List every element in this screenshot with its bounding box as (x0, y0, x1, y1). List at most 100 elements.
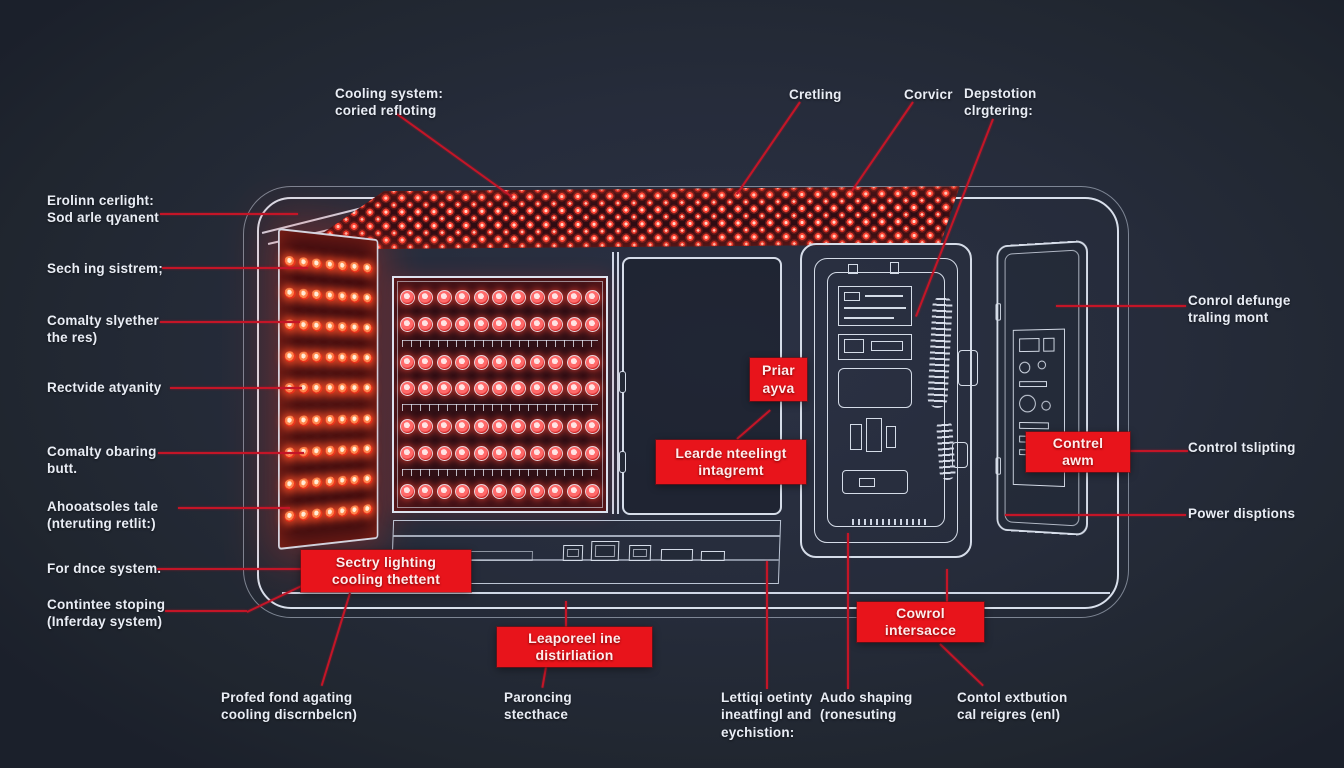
callout-priar-ayva: Priar ayva (750, 358, 807, 401)
led (399, 290, 415, 306)
led (473, 290, 489, 306)
led (566, 354, 582, 370)
relay-component (886, 426, 896, 448)
led-row (282, 351, 374, 365)
led (311, 476, 323, 489)
led (529, 445, 545, 461)
led (337, 352, 348, 364)
led-row (396, 378, 604, 400)
led (473, 483, 489, 499)
led (418, 381, 434, 397)
led-bank-divider (402, 339, 598, 347)
led (399, 445, 415, 461)
led (349, 322, 361, 334)
led (455, 381, 471, 397)
led (455, 316, 471, 332)
led (362, 293, 373, 305)
label-depstotion: Depstotion clrgtering: (964, 86, 1037, 119)
leader-line (565, 601, 567, 629)
led (548, 316, 564, 332)
led (473, 354, 489, 370)
led (337, 475, 348, 487)
cabinet-drawer (842, 470, 908, 494)
led (492, 290, 508, 306)
cabinet-mid-frame (814, 258, 958, 543)
led (337, 444, 348, 456)
led (284, 510, 297, 523)
led (566, 290, 582, 306)
leader-line (946, 569, 948, 603)
led (585, 483, 601, 499)
label-cooling-system: Cooling system: coried refloting (335, 86, 444, 119)
label-seching: Sech ing sistrem; (47, 261, 163, 276)
led (473, 381, 489, 397)
led (566, 419, 582, 435)
led (324, 445, 336, 457)
led (585, 316, 601, 332)
tray-chip (628, 545, 652, 561)
cabinet-door (995, 240, 1088, 536)
led (311, 289, 323, 302)
callout-leaporeel: Leaporeel ine distirliation (497, 627, 652, 667)
led (284, 415, 297, 427)
led (455, 354, 471, 370)
led (362, 353, 373, 365)
led (418, 419, 434, 435)
led (548, 483, 564, 499)
leader-line (847, 533, 849, 689)
relay-component (850, 424, 862, 450)
led (349, 474, 361, 486)
led (566, 483, 582, 499)
circuit-board (838, 334, 912, 360)
led (311, 414, 323, 426)
cabinet-clip (848, 264, 858, 274)
led (529, 381, 545, 397)
leader-line (157, 568, 303, 570)
led (455, 445, 471, 461)
led (436, 483, 452, 499)
led (511, 354, 527, 370)
label-fordnce: For dnce system. (47, 561, 162, 576)
led (585, 419, 601, 435)
leader-line (851, 101, 914, 192)
led (311, 445, 323, 458)
label-paroncing: Paroncing stecthace (504, 690, 572, 723)
chip-core (566, 549, 580, 557)
led (362, 503, 373, 515)
callout-learde-intagremt: Learde nteelingt intagremt (656, 440, 806, 484)
led (436, 445, 452, 461)
led (324, 259, 336, 272)
floor-line (282, 592, 1110, 594)
board-trace (844, 307, 906, 309)
led (511, 316, 527, 332)
led-row (282, 413, 374, 427)
led (284, 478, 297, 491)
led (492, 445, 508, 461)
led (585, 290, 601, 306)
led (362, 413, 373, 425)
center-led-grid (392, 276, 608, 513)
panel-slot (619, 451, 626, 473)
panel-slot (619, 371, 626, 393)
led (418, 316, 434, 332)
led (362, 262, 373, 275)
label-profed: Profed fond agating cooling discrnbelcn) (221, 690, 358, 723)
leader-line (158, 452, 304, 454)
label-erolinn: Erolinn cerlight: Sod arle qyanent (47, 193, 159, 226)
led (436, 354, 452, 370)
tray-chip (660, 549, 694, 561)
leader-line (766, 561, 768, 689)
label-contintee: Contintee stoping (Inferday system) (47, 597, 166, 630)
label-rectvide: Rectvide atyanity (47, 380, 162, 395)
board-component (871, 341, 903, 351)
led (566, 445, 582, 461)
construction-line (617, 252, 619, 514)
led (548, 354, 564, 370)
door-latch (995, 457, 1002, 475)
led (548, 445, 564, 461)
led (362, 323, 373, 335)
led (492, 354, 508, 370)
label-conrol-defunge: Conrol defunge traling mont (1188, 293, 1291, 326)
led-row (396, 351, 604, 373)
led (311, 352, 323, 364)
